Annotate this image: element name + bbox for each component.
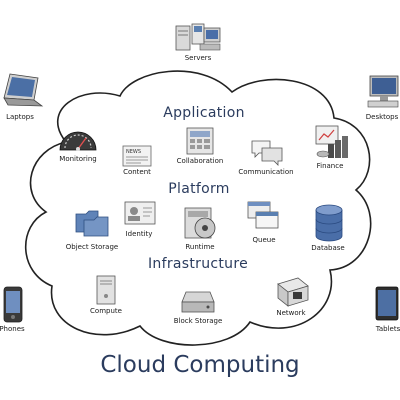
runtime-label: Runtime xyxy=(185,243,215,251)
calculator-icon xyxy=(186,127,214,155)
folders-icon xyxy=(75,210,109,237)
block-storage-label: Block Storage xyxy=(173,317,223,325)
content-label: Content xyxy=(123,168,151,176)
newspaper-masthead: NEWS xyxy=(126,149,141,155)
finance-chart-icon xyxy=(315,125,348,158)
monitoring-label: Monitoring xyxy=(59,155,97,163)
application-layer-heading: Application xyxy=(163,105,245,121)
servers-label: Servers xyxy=(184,54,212,62)
network-label: Network xyxy=(276,309,306,317)
object-storage-label: Object Storage xyxy=(65,243,119,251)
tablet-icon xyxy=(375,286,399,321)
database-label: Database xyxy=(311,244,345,252)
network-port-icon xyxy=(277,277,309,307)
desktop-icon xyxy=(367,75,399,108)
newspaper-icon: NEWS xyxy=(122,145,152,167)
phones-label: Phones xyxy=(0,325,25,333)
desktops-label: Desktops xyxy=(365,113,399,121)
platform-layer-heading: Platform xyxy=(168,181,230,197)
finance-label: Finance xyxy=(316,162,344,170)
servers-icon xyxy=(175,23,221,51)
runtime-icon xyxy=(184,207,216,239)
queue-label: Queue xyxy=(252,236,276,244)
identity-label: Identity xyxy=(125,230,153,238)
tablets-label: Tablets xyxy=(375,325,400,333)
compute-label: Compute xyxy=(90,307,122,315)
diagram-title: Cloud Computing xyxy=(100,352,300,378)
chat-bubbles-icon xyxy=(251,140,283,166)
laptop-icon xyxy=(3,73,44,107)
queue-icon xyxy=(247,201,279,229)
compute-tower-icon xyxy=(96,275,116,305)
id-card-icon xyxy=(124,201,156,225)
collaboration-label: Collaboration xyxy=(176,157,224,165)
database-icon xyxy=(315,204,343,242)
phone-icon xyxy=(3,286,23,323)
hard-drive-icon xyxy=(181,291,215,313)
communication-label: Communication xyxy=(238,168,294,176)
laptops-label: Laptops xyxy=(6,113,34,121)
gauge-icon xyxy=(59,131,97,151)
infrastructure-layer-heading: Infrastructure xyxy=(148,256,248,272)
